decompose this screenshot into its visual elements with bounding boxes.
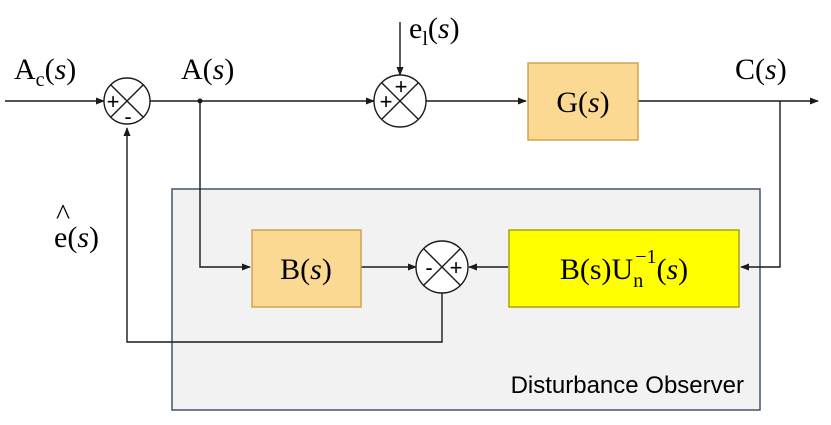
wire-output-feedback — [740, 101, 781, 271]
wire-estimate-feedback — [123, 127, 443, 343]
label-a-signal: A(s) — [181, 53, 234, 86]
summing-junction-3: - + — [415, 240, 469, 294]
label-output: C(s) — [735, 53, 787, 86]
plant-label: G(s) — [556, 86, 609, 119]
nominal-model-label: B(s) — [280, 253, 332, 286]
sum3-sign-left: - — [425, 255, 432, 280]
label-estimate-hat: ^ — [56, 198, 70, 231]
inverse-model-label: B(s)Un−1(s) — [560, 246, 688, 292]
sum3-sign-right: + — [450, 255, 463, 280]
sum1-sign-bottom: - — [124, 104, 131, 129]
sum2-sign-left: + — [380, 89, 393, 114]
nominal-model-block: B(s) — [251, 229, 362, 308]
junction-a — [197, 98, 203, 104]
label-estimate: e(s) — [54, 221, 99, 254]
summing-junction-1: + - — [103, 77, 151, 129]
label-disturbance: el(s) — [409, 12, 460, 50]
sum1-sign-left: + — [107, 89, 120, 114]
inverse-model-block: B(s)Un−1(s) — [508, 229, 740, 308]
observer-caption: Disturbance Observer — [511, 372, 744, 399]
wire-a-to-b — [199, 101, 251, 271]
signal-wires — [5, 22, 819, 343]
plant-block: G(s) — [527, 62, 639, 141]
label-input-reference: Ac(s) — [14, 53, 76, 91]
summing-junction-2: + + — [373, 74, 427, 128]
sum2-sign-top: + — [395, 74, 408, 99]
